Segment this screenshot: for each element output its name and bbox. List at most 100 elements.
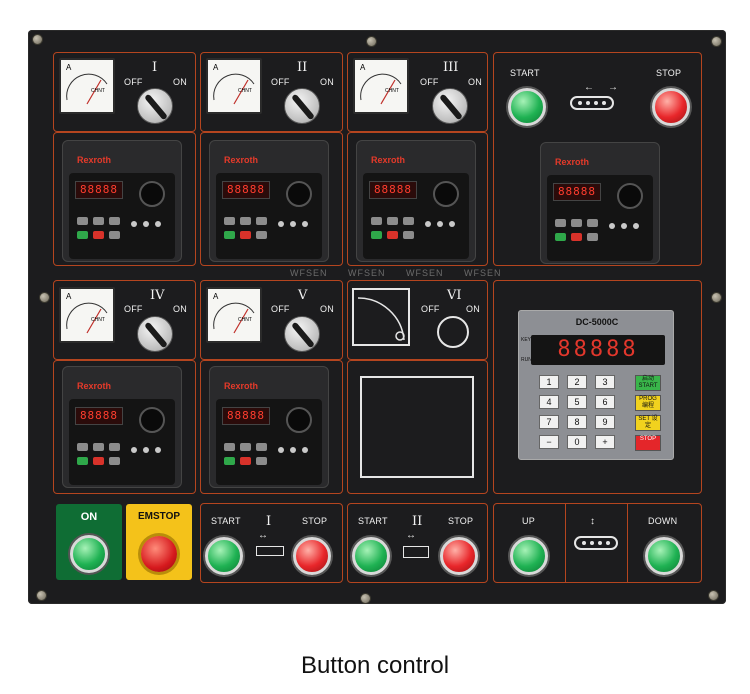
vfd-run-key[interactable] (77, 457, 88, 465)
vfd-run-key[interactable] (555, 233, 566, 241)
key-8[interactable]: 8 (567, 415, 587, 429)
arrow-left-right-icon: ↔ (258, 530, 268, 541)
vfd-key[interactable] (256, 231, 267, 239)
vfd-key[interactable] (109, 231, 120, 239)
vfd-display: 88888 (553, 183, 601, 201)
ammeter-2: A CHNT (206, 58, 262, 114)
conveyor-start-button[interactable] (508, 88, 546, 126)
vfd-key[interactable] (587, 219, 598, 227)
vfd-dial[interactable] (139, 407, 165, 433)
conveyor-2-stop-button[interactable] (440, 537, 478, 575)
key-6[interactable]: 6 (595, 395, 615, 409)
ammeter-unit: A (213, 63, 219, 72)
vfd-key[interactable] (571, 219, 582, 227)
group-5-switch-cell (200, 280, 343, 360)
vfd-key[interactable] (387, 217, 398, 225)
vfd-key[interactable] (224, 217, 235, 225)
selector-switch-5[interactable] (284, 316, 320, 352)
controller-display: 88888 (531, 335, 665, 365)
vfd-key[interactable] (555, 219, 566, 227)
vfd-stop-key[interactable] (240, 231, 251, 239)
conveyor-stop-label: STOP (656, 68, 682, 78)
vfd-key[interactable] (109, 457, 120, 465)
vfd-key[interactable] (587, 233, 598, 241)
key-minus[interactable]: − (539, 435, 559, 449)
key-label: KEY (521, 337, 532, 343)
key-5[interactable]: 5 (567, 395, 587, 409)
key-7[interactable]: 7 (539, 415, 559, 429)
vfd-run-key[interactable] (371, 231, 382, 239)
emergency-stop-button[interactable] (141, 536, 177, 572)
key-9[interactable]: 9 (595, 415, 615, 429)
emstop-label: EMSTOP (137, 511, 181, 522)
selector-switch-1[interactable] (137, 88, 173, 124)
vfd-key[interactable] (240, 443, 251, 451)
vfd-stop-key[interactable] (240, 457, 251, 465)
lift-cell (493, 503, 702, 583)
lift-up-button[interactable] (510, 537, 548, 575)
selector-switch-3[interactable] (432, 88, 468, 124)
ammeter-1: A CHNT (59, 58, 115, 114)
vfd-key[interactable] (240, 217, 251, 225)
vfd-stop-key[interactable] (571, 233, 582, 241)
group-1-switch-cell (53, 52, 196, 132)
conveyor-2-stop-label: STOP (448, 516, 474, 526)
key-2[interactable]: 2 (567, 375, 587, 389)
group-2-switch-cell (200, 52, 343, 132)
vfd-run-key[interactable] (224, 457, 235, 465)
conveyor-1-roman: I (266, 514, 272, 529)
vfd-key[interactable] (109, 217, 120, 225)
power-on-button[interactable] (70, 535, 108, 573)
key-0[interactable]: 0 (567, 435, 587, 449)
vfd-stop-key[interactable] (387, 231, 398, 239)
conveyor-2-start-button[interactable] (352, 537, 390, 575)
vfd-key[interactable] (77, 443, 88, 451)
key-plus[interactable]: + (595, 435, 615, 449)
vfd-key[interactable] (371, 217, 382, 225)
key-4[interactable]: 4 (539, 395, 559, 409)
vfd-dial[interactable] (617, 183, 643, 209)
lift-down-button[interactable] (645, 537, 683, 575)
vfd-key[interactable] (403, 231, 414, 239)
controller-set-key[interactable]: SET 设定 (635, 415, 661, 431)
watermark: WFSEN (348, 268, 386, 278)
conveyor-1-start-button[interactable] (205, 537, 243, 575)
switch-5-on-label: ON (320, 304, 334, 314)
vfd-run-key[interactable] (224, 231, 235, 239)
group-1-vfd-cell (53, 132, 196, 266)
switch-3-on-label: ON (468, 77, 482, 87)
key-3[interactable]: 3 (595, 375, 615, 389)
controller-prog-key[interactable]: PROG 编程 (635, 395, 661, 411)
controller-stop-key[interactable]: STOP (635, 435, 661, 451)
vfd-dial[interactable] (286, 181, 312, 207)
key-1[interactable]: 1 (539, 375, 559, 389)
vfd-dial[interactable] (286, 407, 312, 433)
vfd-key[interactable] (256, 457, 267, 465)
vfd-key[interactable] (109, 443, 120, 451)
vfd-key[interactable] (93, 217, 104, 225)
vfd-stop-key[interactable] (93, 457, 104, 465)
ammeter-brand: CHNT (385, 88, 399, 94)
conveyor-stop-button[interactable] (652, 88, 690, 126)
vfd-stop-key[interactable] (93, 231, 104, 239)
dc5000c-controller: DC-5000C 88888 KEY RUN 1 2 3 4 5 6 7 8 9… (518, 310, 674, 460)
group-4-switch-cell (53, 280, 196, 360)
vfd-key[interactable] (224, 443, 235, 451)
vfd-key[interactable] (256, 443, 267, 451)
conveyor-start-label: START (510, 68, 540, 78)
controller-start-key[interactable]: 启动 START (635, 375, 661, 391)
vfd-key[interactable] (403, 217, 414, 225)
ammeter-brand: CHNT (238, 88, 252, 94)
selector-switch-2[interactable] (284, 88, 320, 124)
vfd-key[interactable] (77, 217, 88, 225)
conveyor-1-stop-button[interactable] (293, 537, 331, 575)
vfd-run-key[interactable] (77, 231, 88, 239)
selector-switch-4[interactable] (137, 316, 173, 352)
vfd-dial[interactable] (139, 181, 165, 207)
watermark: WFSEN (406, 268, 444, 278)
emergency-stop-panel: EMSTOP (126, 504, 192, 580)
vfd-dial[interactable] (433, 181, 459, 207)
vfd-key[interactable] (256, 217, 267, 225)
vfd-brand: Rexroth (77, 155, 112, 165)
vfd-key[interactable] (93, 443, 104, 451)
